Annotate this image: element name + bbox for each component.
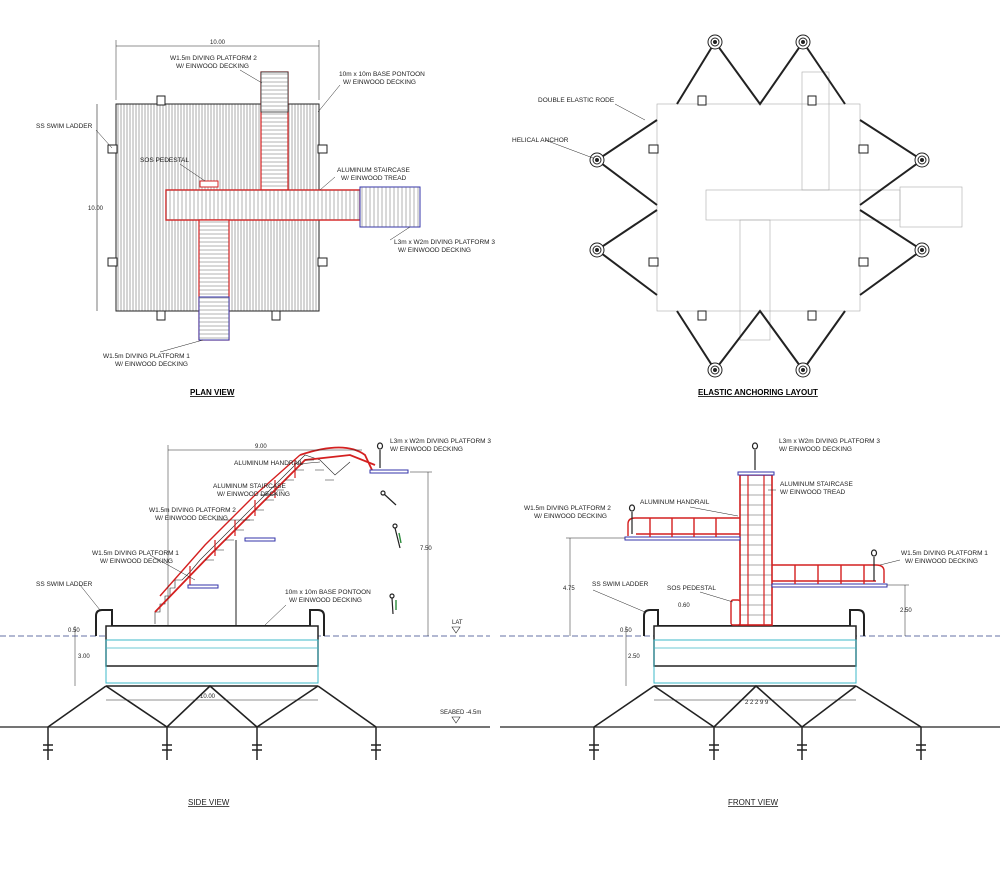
plan-dim-width: 10.00 <box>210 40 226 46</box>
front-dim-depth: 2.50 <box>628 654 640 660</box>
plan-title: PLAN VIEW <box>190 388 235 397</box>
side-label-platform2-b: W/ EINWOOD DECKING <box>155 515 228 522</box>
plan-label-platform3-b: W/ EINWOOD DECKING <box>398 247 471 254</box>
side-label-handrail: ALUMINUM HANDRAIL <box>234 460 304 467</box>
front-dim-base: 2 2 2 9 9 <box>745 700 769 706</box>
front-dim-height: 4.75 <box>563 586 575 592</box>
side-label-platform2-a: W1.5m DIVING PLATFORM 2 <box>149 507 236 514</box>
plan-label-platform1-b: W/ EINWOOD DECKING <box>115 361 188 368</box>
side-view: 9.00 7.50 0.50 3.00 10.00 LAT SEABED -4.… <box>0 438 491 807</box>
side-label-platform3-a: L3m x W2m DIVING PLATFORM 3 <box>390 438 491 445</box>
plan-label-platform1-a: W1.5m DIVING PLATFORM 1 <box>103 353 190 360</box>
side-label-pontoon-a: 10m x 10m BASE PONTOON <box>285 589 371 596</box>
side-label-platform1-a: W1.5m DIVING PLATFORM 1 <box>92 550 179 557</box>
front-label-stair-a: ALUMINUM STAIRCASE <box>780 481 853 488</box>
front-label-platform1-a: W1.5m DIVING PLATFORM 1 <box>901 550 988 557</box>
front-label-platform2-b: W/ EINWOOD DECKING <box>534 513 607 520</box>
plan-view: 10.00 10.00 <box>36 40 495 397</box>
anchoring-label-anchor: HELICAL ANCHOR <box>512 137 569 144</box>
side-label-stair-b: W/ EINWOOD DECKING <box>217 491 290 498</box>
front-title: FRONT VIEW <box>728 798 779 807</box>
front-label-ladder: SS SWIM LADDER <box>592 581 649 588</box>
front-label-platform3-b: W/ EINWOOD DECKING <box>779 446 852 453</box>
side-dim-depth: 3.00 <box>78 654 90 660</box>
side-dim-base: 10.00 <box>200 694 216 700</box>
side-label-platform1-b: W/ EINWOOD DECKING <box>100 558 173 565</box>
plan-label-pontoon-b: W/ EINWOOD DECKING <box>343 79 416 86</box>
side-dim-height: 7.50 <box>420 546 432 552</box>
front-label-handrail: ALUMINUM HANDRAIL <box>640 499 710 506</box>
side-title: SIDE VIEW <box>188 798 230 807</box>
plan-label-sos: SOS PEDESTAL <box>140 157 189 164</box>
anchoring-title: ELASTIC ANCHORING LAYOUT <box>698 388 818 397</box>
side-lat: LAT <box>452 620 463 626</box>
front-dim-freeboard: 0.50 <box>620 628 632 634</box>
plan-label-stair-a: ALUMINUM STAIRCASE <box>337 167 410 174</box>
anchoring-view: DOUBLE ELASTIC RODE HELICAL ANCHOR ELAST… <box>512 34 963 397</box>
plan-dim-height: 10.00 <box>88 206 104 212</box>
side-dim-freeboard: 0.50 <box>68 628 80 634</box>
plan-label-platform3-a: L3m x W2m DIVING PLATFORM 3 <box>394 239 495 246</box>
plan-label-platform2-a: W1.5m DIVING PLATFORM 2 <box>170 55 257 62</box>
front-label-platform2-a: W1.5m DIVING PLATFORM 2 <box>524 505 611 512</box>
side-label-pontoon-b: W/ EINWOOD DECKING <box>289 597 362 604</box>
front-dim-sos: 0.60 <box>678 603 690 609</box>
plan-label-ladder: SS SWIM LADDER <box>36 123 93 130</box>
front-label-platform1-b: W/ EINWOOD DECKING <box>905 558 978 565</box>
plan-label-stair-b: W/ EINWOOD TREAD <box>341 175 407 182</box>
front-label-sos: SOS PEDESTAL <box>667 585 716 592</box>
side-label-stair-a: ALUMINUM STAIRCASE <box>213 483 286 490</box>
front-label-stair-b: W/ EINWOOD TREAD <box>780 489 846 496</box>
side-label-platform3-b: W/ EINWOOD DECKING <box>390 446 463 453</box>
plan-label-pontoon-a: 10m x 10m BASE PONTOON <box>339 71 425 78</box>
plan-label-platform2-b: W/ EINWOOD DECKING <box>176 63 249 70</box>
front-label-platform3-a: L3m x W2m DIVING PLATFORM 3 <box>779 438 880 445</box>
side-seabed: SEABED -4.5m <box>440 710 481 716</box>
front-view: 4.75 2.50 0.50 2.50 0.60 2 2 2 9 9 L3m x… <box>500 438 1000 807</box>
front-dim-right: 2.50 <box>900 608 912 614</box>
side-dim-top: 9.00 <box>255 444 267 450</box>
side-label-ladder: SS SWIM LADDER <box>36 581 93 588</box>
anchoring-label-rode: DOUBLE ELASTIC RODE <box>538 97 615 104</box>
